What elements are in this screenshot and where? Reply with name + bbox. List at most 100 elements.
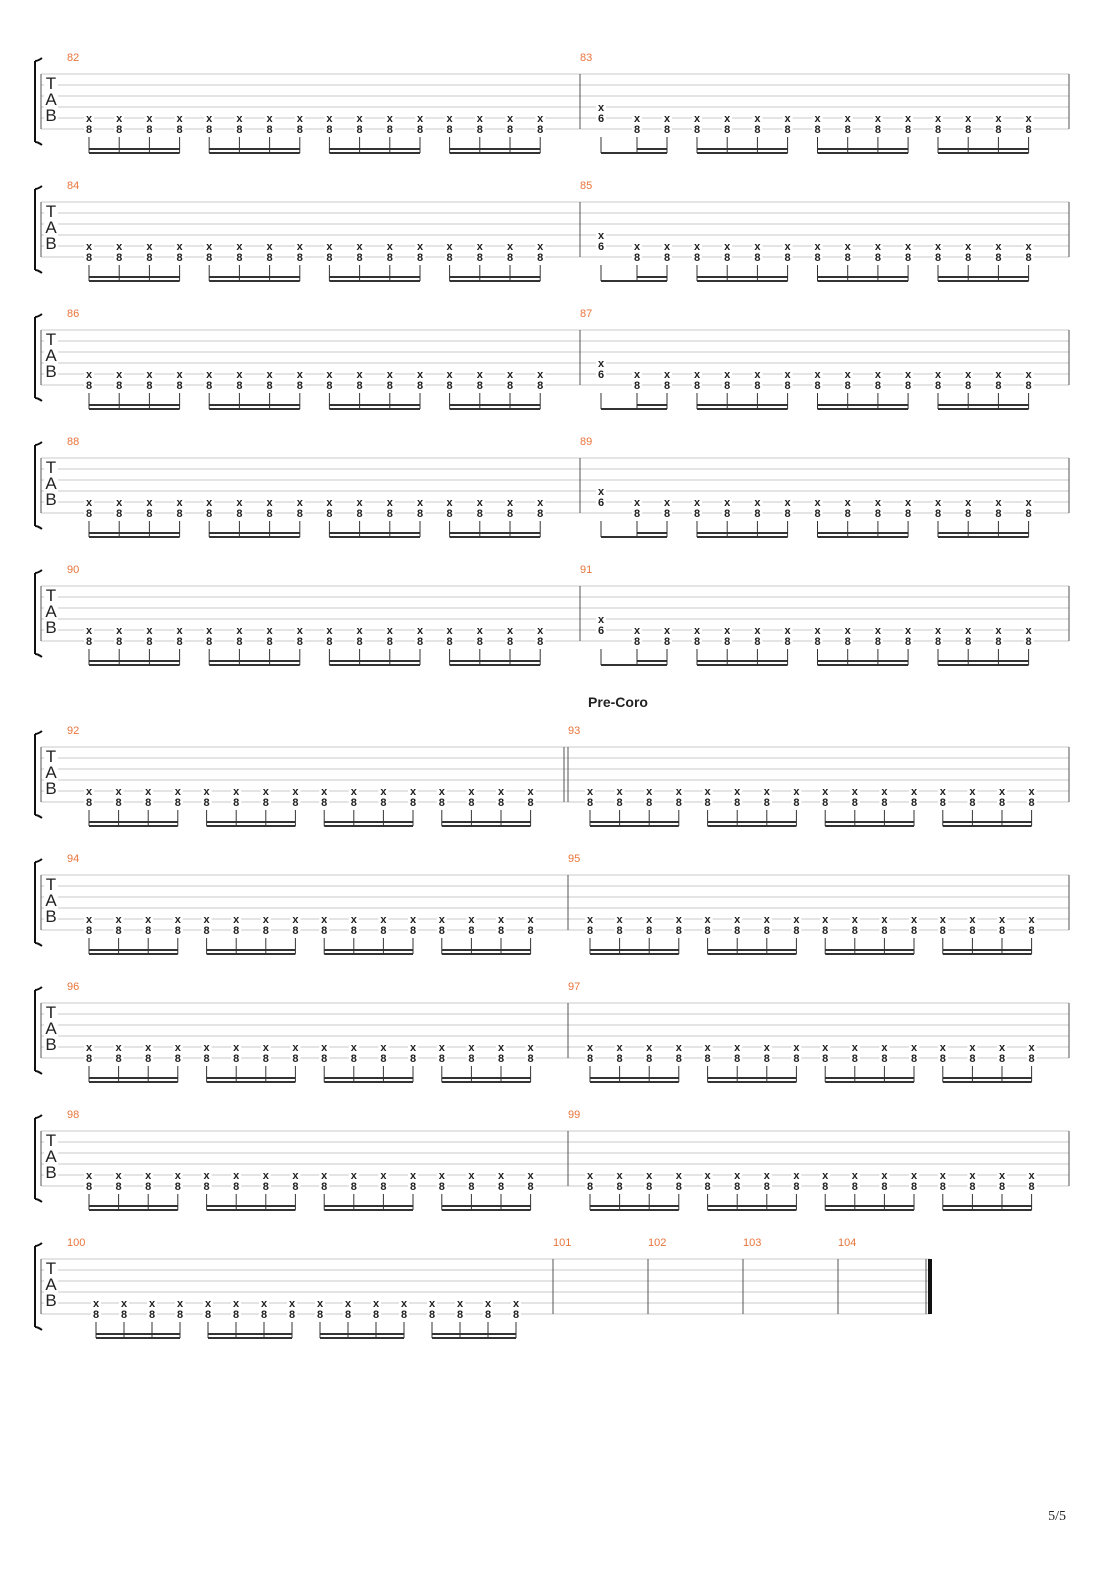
fret-number: 8 xyxy=(793,1053,799,1065)
tab-note: x8 xyxy=(119,1296,129,1321)
fret-number: 8 xyxy=(206,380,212,392)
note-mask xyxy=(702,1040,713,1051)
note-mask xyxy=(294,495,305,506)
note-mask xyxy=(1023,506,1034,517)
note-mask xyxy=(260,1051,271,1062)
note-mask xyxy=(294,378,305,389)
tab-note: x8 xyxy=(444,495,455,520)
note-mask xyxy=(371,1296,381,1307)
note-mask xyxy=(114,378,125,389)
note-mask xyxy=(632,623,642,634)
fret-number: 8 xyxy=(267,636,273,648)
note-mask xyxy=(348,1179,359,1190)
fret-number: 8 xyxy=(793,797,799,809)
fret-number: 8 xyxy=(351,1053,357,1065)
tab-note: x8 xyxy=(879,1168,890,1193)
note-mask xyxy=(644,795,655,806)
note-mask xyxy=(692,111,702,122)
fret-number: 8 xyxy=(86,925,92,937)
note-mask xyxy=(963,623,974,634)
fret-number: 8 xyxy=(477,252,483,264)
note-mask xyxy=(348,1168,359,1179)
note-mask xyxy=(842,250,853,261)
note-mask xyxy=(204,634,215,645)
tab-note: x8 xyxy=(812,495,823,520)
note-mask xyxy=(903,634,914,645)
note-mask xyxy=(143,784,154,795)
tab-note: x8 xyxy=(963,239,974,264)
fret-number: 8 xyxy=(676,925,682,937)
note-mask xyxy=(702,784,713,795)
note-mask xyxy=(415,250,425,261)
note-mask xyxy=(967,1179,978,1190)
tab-note: x8 xyxy=(993,111,1004,136)
tab-note: x8 xyxy=(354,495,365,520)
fret-number: 8 xyxy=(1026,508,1032,520)
note-mask xyxy=(722,367,733,378)
note-mask xyxy=(474,506,485,517)
note-mask xyxy=(732,784,743,795)
fret-number: 8 xyxy=(146,380,152,392)
note-mask xyxy=(997,1051,1007,1062)
dead-note-mark: x xyxy=(233,1170,240,1182)
dead-note-mark: x xyxy=(233,786,240,798)
fret-number: 8 xyxy=(764,925,770,937)
dead-note-mark: x xyxy=(477,369,484,381)
note-mask xyxy=(264,111,275,122)
fret-number: 8 xyxy=(116,508,122,520)
tab-note: x8 xyxy=(820,1168,831,1193)
bracket-bottom-hook xyxy=(34,814,43,819)
dead-note-mark: x xyxy=(814,241,821,253)
beam-group xyxy=(88,393,181,410)
tab-note: x8 xyxy=(535,239,546,264)
beam-group xyxy=(824,1194,915,1211)
beam-group xyxy=(206,810,296,827)
note-mask xyxy=(993,623,1004,634)
note-mask xyxy=(343,1307,353,1318)
beam-group xyxy=(328,521,421,538)
note-mask xyxy=(879,1051,890,1062)
fret-number: 8 xyxy=(785,508,791,520)
note-mask xyxy=(496,923,506,934)
tab-note: x8 xyxy=(937,912,948,937)
beam-group xyxy=(937,521,1030,538)
dead-note-mark: x xyxy=(814,369,821,381)
dead-note-mark: x xyxy=(694,497,701,509)
tab-note: x8 xyxy=(143,784,154,809)
tab-note: x8 xyxy=(371,1296,381,1321)
note-mask xyxy=(91,1296,101,1307)
note-mask xyxy=(496,912,506,923)
note-mask xyxy=(147,1296,157,1307)
note-mask xyxy=(204,495,215,506)
note-mask xyxy=(752,239,763,250)
note-mask xyxy=(264,378,275,389)
beam-group xyxy=(600,649,668,666)
tab-note: x8 xyxy=(204,623,215,648)
note-mask xyxy=(113,1040,124,1051)
fret-number: 8 xyxy=(1026,124,1032,136)
tab-note: x8 xyxy=(903,367,914,392)
tab-note: x8 xyxy=(84,912,94,937)
note-mask xyxy=(354,122,365,133)
fret-number: 8 xyxy=(380,797,386,809)
note-mask xyxy=(662,495,672,506)
dead-note-mark: x xyxy=(793,786,800,798)
note-mask xyxy=(585,1168,595,1179)
dead-note-mark: x xyxy=(1029,914,1036,926)
fret-number: 8 xyxy=(447,636,453,648)
dead-note-mark: x xyxy=(116,497,123,509)
dead-note-mark: x xyxy=(999,786,1006,798)
note-mask xyxy=(408,923,418,934)
fret-number: 8 xyxy=(528,797,534,809)
fret-number: 8 xyxy=(881,797,887,809)
tab-note: x8 xyxy=(903,623,914,648)
section-marker-pre-coro: Pre-Coro xyxy=(588,694,648,710)
dead-note-mark: x xyxy=(676,1042,683,1054)
fret-number: 8 xyxy=(995,508,1001,520)
dead-note-mark: x xyxy=(380,1042,387,1054)
note-mask xyxy=(91,1307,101,1318)
tab-note: x6 xyxy=(596,356,606,381)
tab-note: x8 xyxy=(872,495,883,520)
